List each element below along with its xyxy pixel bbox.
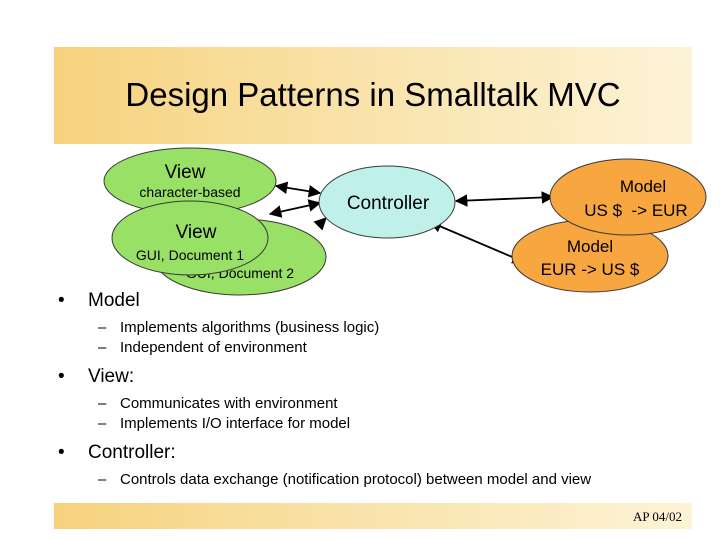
slide-title: Design Patterns in Smalltalk MVC [125,76,621,113]
bullet-model: • Model [58,290,698,312]
model-usd-eur-ellipse [549,158,707,236]
sub-bullet: –Independent of environment [98,339,307,356]
view1-title: View [165,162,206,183]
model2-title: Model [567,237,613,256]
title-band [54,47,692,144]
view2-title: View [176,222,217,243]
sub-bullet: –Controls data exchange (notification pr… [98,471,592,488]
bullet-controller: • Controller: [58,442,698,464]
sub-bullet: –Implements algorithms (business logic) [98,319,380,336]
arrow-controller-model1 [454,191,555,207]
footer-text: AP 04/02 [633,509,682,524]
sub-bullet-text: Communicates with environment [120,395,338,412]
bullet-dot: • [58,442,65,463]
bullet-view: • View: [58,366,698,388]
mvc-diagram: GUI, Document 2 View character-based Vie… [103,147,707,296]
sub-bullet-text: Controls data exchange (notification pro… [120,471,592,488]
bullet-dot: • [58,366,65,387]
bullet-label: Model [88,290,140,311]
sub-bullet-text: Implements algorithms (business logic) [120,319,380,336]
controller-ellipse [318,165,456,239]
model1-sub: US $ -> EUR [584,201,687,220]
arrow-view1-controller [274,181,322,198]
arrow-controller-model2 [428,220,526,264]
sub-bullet-text: Independent of environment [120,339,307,356]
view1-sub: character-based [139,184,240,200]
bullet-dot: • [58,290,65,311]
bullet-label: Controller: [88,442,176,463]
arrow-view3-controller [313,217,327,231]
model2-sub: EUR -> US $ [541,260,640,279]
sub-bullet: –Implements I/O interface for model [98,415,351,432]
controller-label: Controller [347,193,430,214]
sub-bullet-text: Implements I/O interface for model [120,415,351,432]
bullet-label: View: [88,366,135,387]
footer-band [54,503,692,529]
bullet-list: • Model –Implements algorithms (business… [58,290,698,490]
view2-sub: GUI, Document 1 [136,247,244,263]
view-gui-document1-ellipse [111,200,269,276]
sub-bullet: –Communicates with environment [98,395,338,412]
arrow-view2-controller [268,199,322,218]
model1-title: Model [620,177,666,196]
